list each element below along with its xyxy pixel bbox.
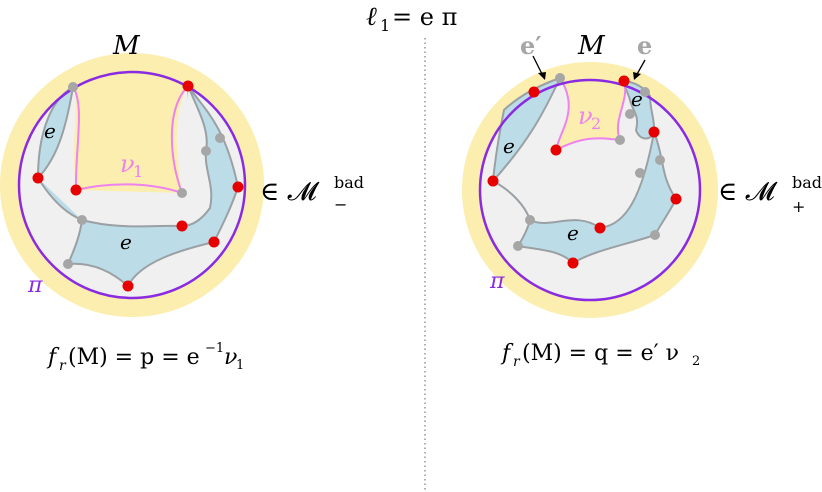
right-membership-sub: + xyxy=(792,197,805,216)
right-e-left-label: e xyxy=(503,134,515,158)
right-nu-label: ν xyxy=(578,102,593,130)
left-membership-sup: bad xyxy=(334,173,364,192)
left-panel: M e e ν 1 π ∈ 𝓜 bad − f r (M) = p = e −1… xyxy=(0,31,364,374)
left-formula-f: f xyxy=(46,345,60,370)
right-node-red xyxy=(648,126,660,138)
left-e-top-label: e xyxy=(44,119,56,143)
right-formula-f: f xyxy=(500,341,514,366)
right-nu-sub: 2 xyxy=(591,114,601,133)
right-panel: M e′ e e e e ν 2 π ∈ 𝓜 bad + f r (M) = q… xyxy=(462,31,822,370)
left-node-red xyxy=(176,220,188,232)
left-node-red xyxy=(32,172,44,184)
left-node-red xyxy=(70,184,82,196)
left-node-red xyxy=(122,280,134,292)
right-e-prime-label: e′ xyxy=(520,31,542,60)
right-formula-sub2: 2 xyxy=(692,354,700,369)
right-node-red xyxy=(487,175,499,187)
right-node-red xyxy=(567,257,579,269)
left-node-red xyxy=(208,236,220,248)
left-node-red xyxy=(232,181,244,193)
left-node-gray xyxy=(177,188,187,198)
left-formula-sub: r xyxy=(59,358,67,374)
left-node-gray xyxy=(63,259,73,269)
right-m-label: M xyxy=(577,31,606,61)
left-formula-tail: ν xyxy=(224,345,237,370)
right-m-region xyxy=(556,72,626,150)
left-inner-gray-spike xyxy=(181,85,213,227)
right-node-gray xyxy=(555,73,565,83)
right-e-prime-arrowhead xyxy=(538,72,546,80)
right-nu2-path xyxy=(554,77,627,152)
right-node-gray xyxy=(625,109,635,119)
right-formula-sub: r xyxy=(513,354,521,370)
right-e-arrowhead xyxy=(633,72,641,80)
title-rhs: = e π xyxy=(392,3,457,31)
left-nu-sub: 1 xyxy=(133,162,143,181)
left-face-bottom xyxy=(37,82,240,288)
right-node-gray xyxy=(650,230,660,240)
left-membership-sub: − xyxy=(334,195,347,214)
left-node-gray xyxy=(77,215,87,225)
right-e-right-label: e xyxy=(631,87,643,111)
right-membership-sup: bad xyxy=(792,173,822,192)
right-pi-label: π xyxy=(489,269,505,294)
right-node-red xyxy=(670,193,682,205)
left-formula-sup: −1 xyxy=(205,341,224,356)
right-node-gray xyxy=(635,168,645,178)
right-node-gray xyxy=(525,215,535,225)
right-node-red xyxy=(528,86,540,98)
right-node-gray xyxy=(640,87,650,97)
right-node-red xyxy=(618,75,630,87)
right-face-left xyxy=(491,76,562,184)
title-l1: ℓ xyxy=(366,2,377,32)
left-e-bottom-label: e xyxy=(120,230,132,254)
right-pi-circle xyxy=(478,78,702,302)
left-node-red xyxy=(182,80,194,92)
right-membership: ∈ 𝓜 xyxy=(718,177,778,207)
left-formula-rest: (M) = p = e xyxy=(68,345,200,370)
right-node-red xyxy=(594,222,606,234)
left-formula-tail-sub: 1 xyxy=(236,358,244,373)
left-m-label: M xyxy=(112,31,141,61)
left-nu1-path xyxy=(72,85,189,195)
right-formula-rest: (M) = q = e′ ν xyxy=(522,341,679,366)
right-node-gray xyxy=(615,135,625,145)
left-membership: ∈ 𝓜 xyxy=(260,177,320,207)
left-pi-label: π xyxy=(27,273,43,298)
right-node-gray xyxy=(655,155,665,165)
left-nu-label: ν xyxy=(120,150,135,178)
left-node-gray xyxy=(68,82,78,92)
title-l1-sub: 1 xyxy=(380,16,390,35)
right-node-red xyxy=(550,144,562,156)
left-pi-circle xyxy=(17,70,247,300)
left-node-gray xyxy=(215,133,225,143)
left-m-region xyxy=(73,71,188,193)
right-e-bold-label: e xyxy=(637,31,652,60)
right-node-gray xyxy=(513,241,523,251)
right-e-bottom-label: e xyxy=(567,221,579,245)
left-node-gray xyxy=(201,146,211,156)
